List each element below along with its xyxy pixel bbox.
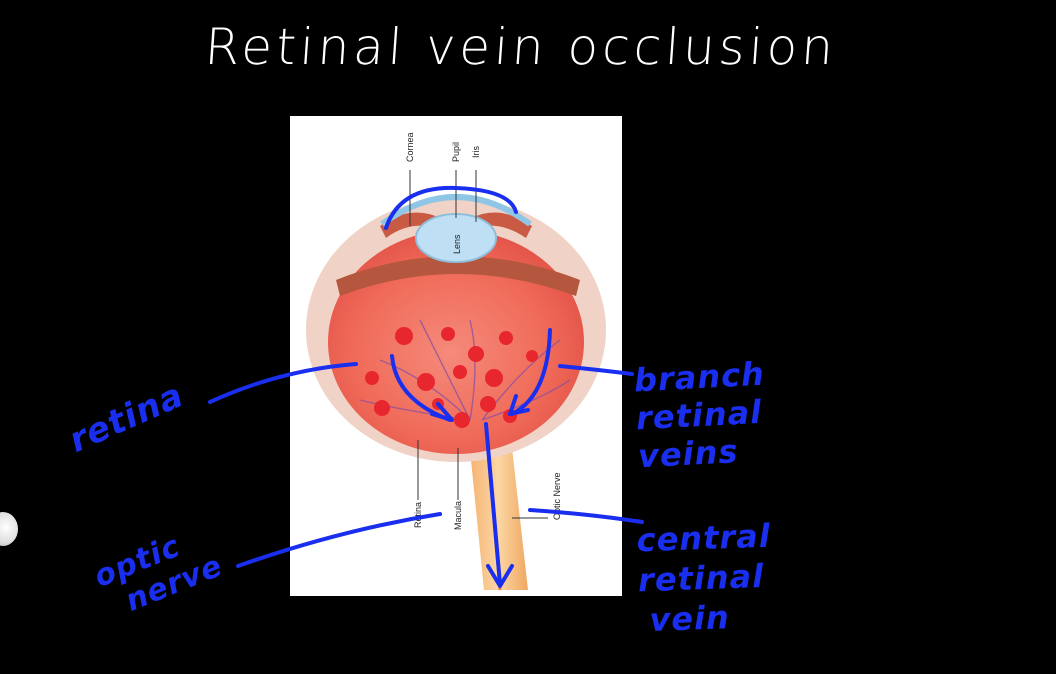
annotation-branch-line2: retinal <box>635 392 764 438</box>
cornea-arc-stroke <box>384 185 518 230</box>
label-iris: Iris <box>471 146 481 158</box>
retina-pointer-stroke <box>208 362 358 404</box>
label-optic-nerve: Optic Nerve <box>552 472 562 520</box>
annotation-central-line1: central <box>635 516 772 560</box>
label-cornea: Cornea <box>405 132 415 162</box>
annotation-branch-line3: veins <box>637 432 740 476</box>
ciliary-body <box>336 256 580 296</box>
label-pupil: Pupil <box>451 142 461 162</box>
label-macula: Macula <box>453 501 463 530</box>
optic-nerve-shape <box>468 430 528 590</box>
annotation-central-line3: vein <box>648 598 731 639</box>
central-vein-pointer-stroke <box>528 508 644 524</box>
annotation-central-retinal-vein: central retinal vein <box>636 516 774 641</box>
page-title: Retinal vein occlusion <box>202 18 840 76</box>
branch-veins-pointer-stroke <box>558 364 634 376</box>
annotation-strokes <box>208 185 644 588</box>
annotation-branch-retinal-veins: branch retinal veins <box>633 355 770 476</box>
label-leaders <box>409 170 548 519</box>
branch-vein-arrow-right <box>510 328 552 416</box>
central-vein-arrow <box>484 422 502 586</box>
eye-globe <box>328 230 584 454</box>
optic-nerve-pointer-stroke <box>236 512 442 568</box>
label-lens: Lens <box>452 234 462 254</box>
annotation-central-line2: retinal <box>637 556 765 600</box>
label-retina: Retina <box>413 502 423 528</box>
side-handle[interactable] <box>0 512 18 546</box>
